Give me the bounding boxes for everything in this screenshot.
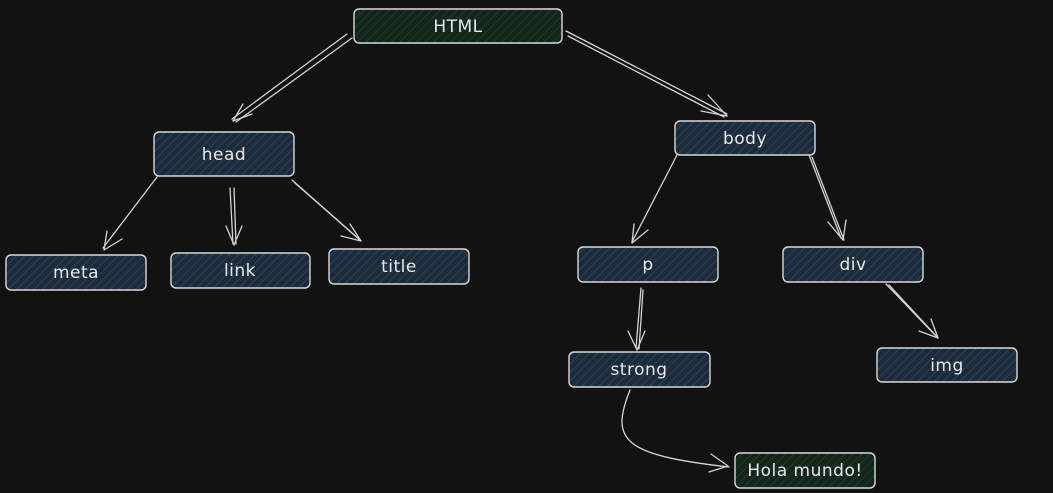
edge-body-div: [808, 154, 847, 241]
edge-html-head: [231, 33, 353, 123]
node-div-label: div: [839, 255, 866, 275]
node-meta-label: meta: [53, 263, 99, 283]
node-body[interactable]: body: [674, 120, 816, 156]
node-p-label: p: [642, 255, 653, 275]
node-html-label: HTML: [433, 17, 482, 37]
edge-body-p: [631, 154, 678, 244]
node-img-label: img: [930, 356, 964, 376]
node-html[interactable]: HTML: [353, 8, 563, 44]
node-text-hola-mundo-label: Hola mundo!: [747, 461, 862, 481]
node-head[interactable]: head: [153, 131, 295, 177]
edge-div-img: [885, 283, 939, 339]
edges-group: [102, 30, 939, 473]
node-meta[interactable]: meta: [5, 254, 147, 291]
node-title-label: title: [381, 257, 417, 277]
node-img[interactable]: img: [876, 347, 1018, 383]
node-link[interactable]: link: [170, 252, 311, 289]
edge-head-title: [291, 179, 362, 242]
edge-html-body: [565, 30, 728, 118]
node-body-label: body: [723, 129, 767, 149]
node-p[interactable]: p: [577, 246, 719, 283]
node-strong[interactable]: strong: [568, 351, 711, 388]
node-strong-label: strong: [610, 360, 667, 380]
edge-p-strong: [627, 287, 646, 351]
node-link-label: link: [224, 261, 256, 281]
nodes-group: HTML head body meta link title p: [5, 8, 1018, 489]
edge-head-link: [225, 187, 243, 246]
edge-head-meta: [102, 176, 158, 251]
node-text-hola-mundo[interactable]: Hola mundo!: [734, 452, 876, 489]
node-title[interactable]: title: [328, 248, 470, 285]
node-div[interactable]: div: [782, 246, 924, 283]
edge-strong-text: [621, 389, 730, 473]
node-head-label: head: [202, 145, 246, 165]
